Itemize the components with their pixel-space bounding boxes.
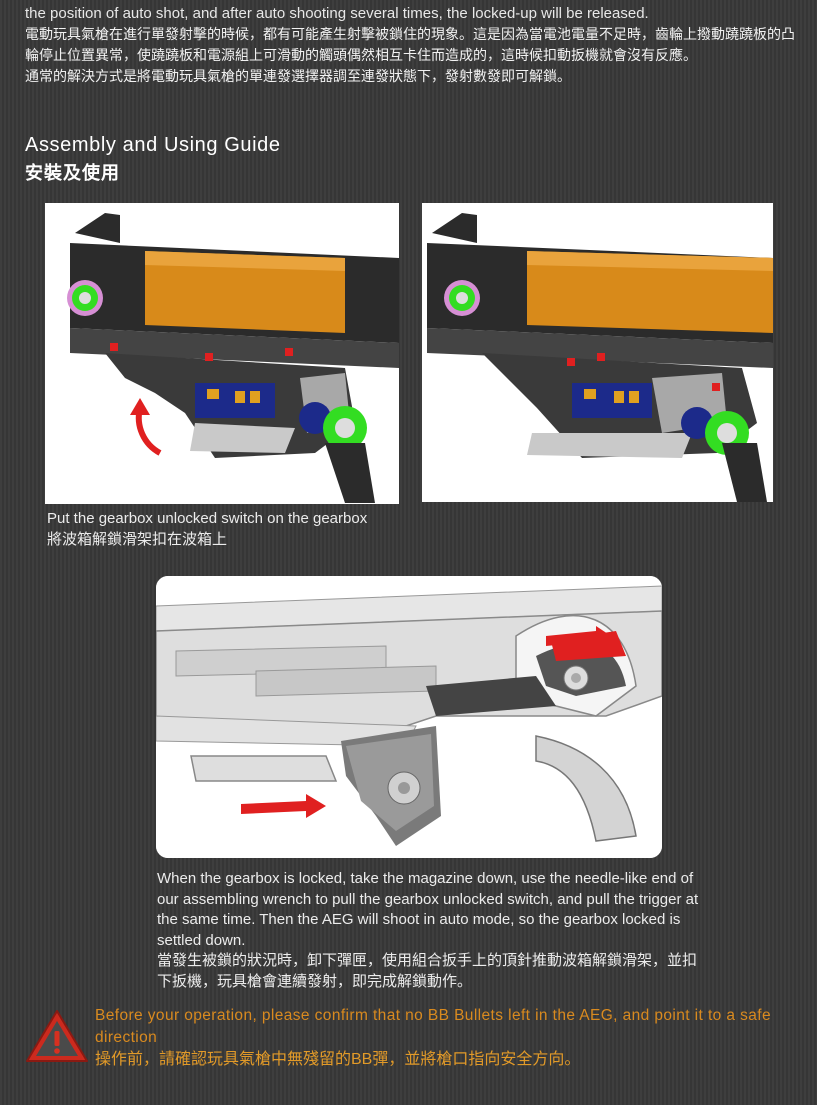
step1-caption: Put the gearbox unlocked switch on the g… (47, 509, 427, 550)
warning-english: Before your operation, please confirm th… (95, 1007, 771, 1046)
section-title: Assembly and Using Guide (25, 134, 281, 156)
step2-caption: When the gearbox is locked, take the mag… (157, 869, 707, 992)
step1-caption-english: Put the gearbox unlocked switch on the g… (47, 510, 368, 527)
section-title-chinese: 安裝及使用 (25, 163, 120, 183)
intro-text: the position of auto shot, and after aut… (25, 3, 795, 87)
intro-chinese-paragraph-1: 電動玩具氣槍在進行單發射擊的時候，都有可能產生射擊被鎖住的現象。這是因為當電池電… (25, 26, 795, 63)
intro-chinese-paragraph-2: 通常的解決方式是將電動玩具氣槍的單連發選擇器調至連發狀態下，發射數發即可解鎖。 (25, 68, 571, 84)
intro-english-line: the position of auto shot, and after aut… (25, 5, 649, 22)
step1-caption-chinese: 將波箱解鎖滑架扣在波箱上 (47, 530, 228, 548)
warning-message: Before your operation, please confirm th… (95, 1005, 795, 1071)
warning-chinese: 操作前，請確認玩具氣槍中無殘留的BB彈，並將槍口指向安全方向。 (95, 1051, 581, 1068)
step2-caption-english: When the gearbox is locked, take the mag… (157, 870, 699, 949)
warning-triangle-icon (25, 1008, 89, 1064)
trigger-unlock-illustration (156, 576, 662, 858)
gearbox-illustration-with-arrow (45, 203, 399, 504)
gearbox-illustration-switch-installed (422, 203, 773, 502)
step2-caption-chinese: 當發生被鎖的狀況時，卸下彈匣，使用組合扳手上的頂針推動波箱解鎖滑架，並扣下扳機，… (157, 952, 698, 990)
